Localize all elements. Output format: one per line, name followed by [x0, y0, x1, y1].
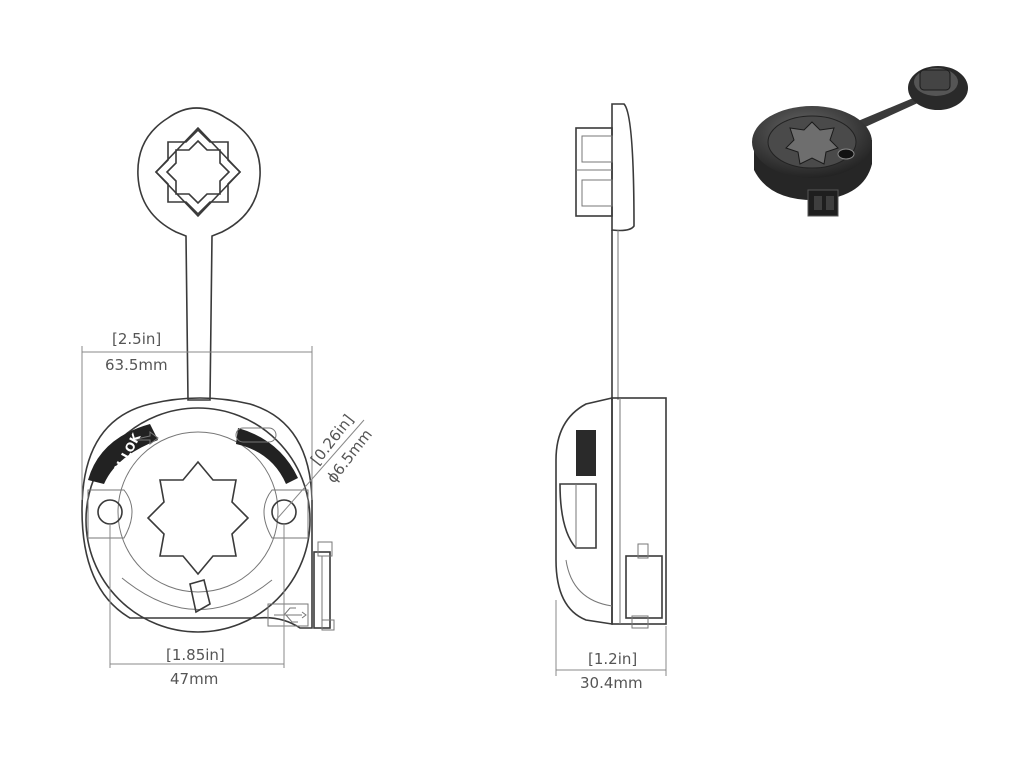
front-inner-ring	[117, 431, 279, 593]
front-view: U-LOK [2.5in] 63.5mm [1.85in] 47mm [0.26…	[81, 107, 376, 688]
cap-octagram-outer	[154, 128, 242, 216]
lower-arc	[121, 577, 273, 610]
side-cap	[611, 103, 635, 232]
side-connector	[625, 555, 663, 619]
side-lock-tab	[576, 430, 596, 476]
front-connector-tab	[317, 541, 333, 557]
lock-band-left	[88, 424, 158, 484]
cap-octagram-inner	[165, 139, 231, 205]
center-octagram	[146, 460, 250, 576]
right-hole-boss	[263, 489, 309, 539]
side-wedge	[559, 483, 597, 549]
width-mm-label: 63.5mm	[105, 356, 168, 374]
right-slot	[235, 427, 277, 443]
left-hole-boss	[87, 489, 133, 539]
hole-leader-line	[275, 419, 365, 521]
logo-mark-icon	[189, 579, 211, 614]
depth-mm-label: 30.4mm	[580, 674, 643, 692]
arrow-icon	[131, 431, 159, 445]
inner-in-label: [1.85in]	[166, 646, 225, 664]
lock-band-right	[236, 428, 298, 484]
right-mount-hole	[271, 499, 297, 525]
iso-mount-hole	[837, 148, 855, 160]
front-body-outline	[81, 397, 313, 629]
side-body-rear	[555, 396, 613, 625]
side-body-front	[611, 397, 667, 625]
inner-mm-label: 47mm	[170, 670, 218, 688]
cap-diamond	[154, 126, 242, 218]
usb-label-box	[267, 603, 309, 627]
depth-in-label: [1.2in]	[588, 650, 637, 668]
side-cap-plug	[575, 127, 613, 217]
iso-tether	[846, 96, 920, 134]
front-body-circle	[85, 407, 311, 633]
side-view: [1.2in] 30.4mm	[555, 103, 667, 692]
usb-icon	[274, 607, 307, 623]
isometric-render	[752, 66, 968, 217]
width-in-label: [2.5in]	[112, 330, 161, 348]
iso-octagram	[785, 121, 839, 165]
front-connector-foot	[321, 619, 335, 631]
tether-cap	[137, 107, 261, 401]
